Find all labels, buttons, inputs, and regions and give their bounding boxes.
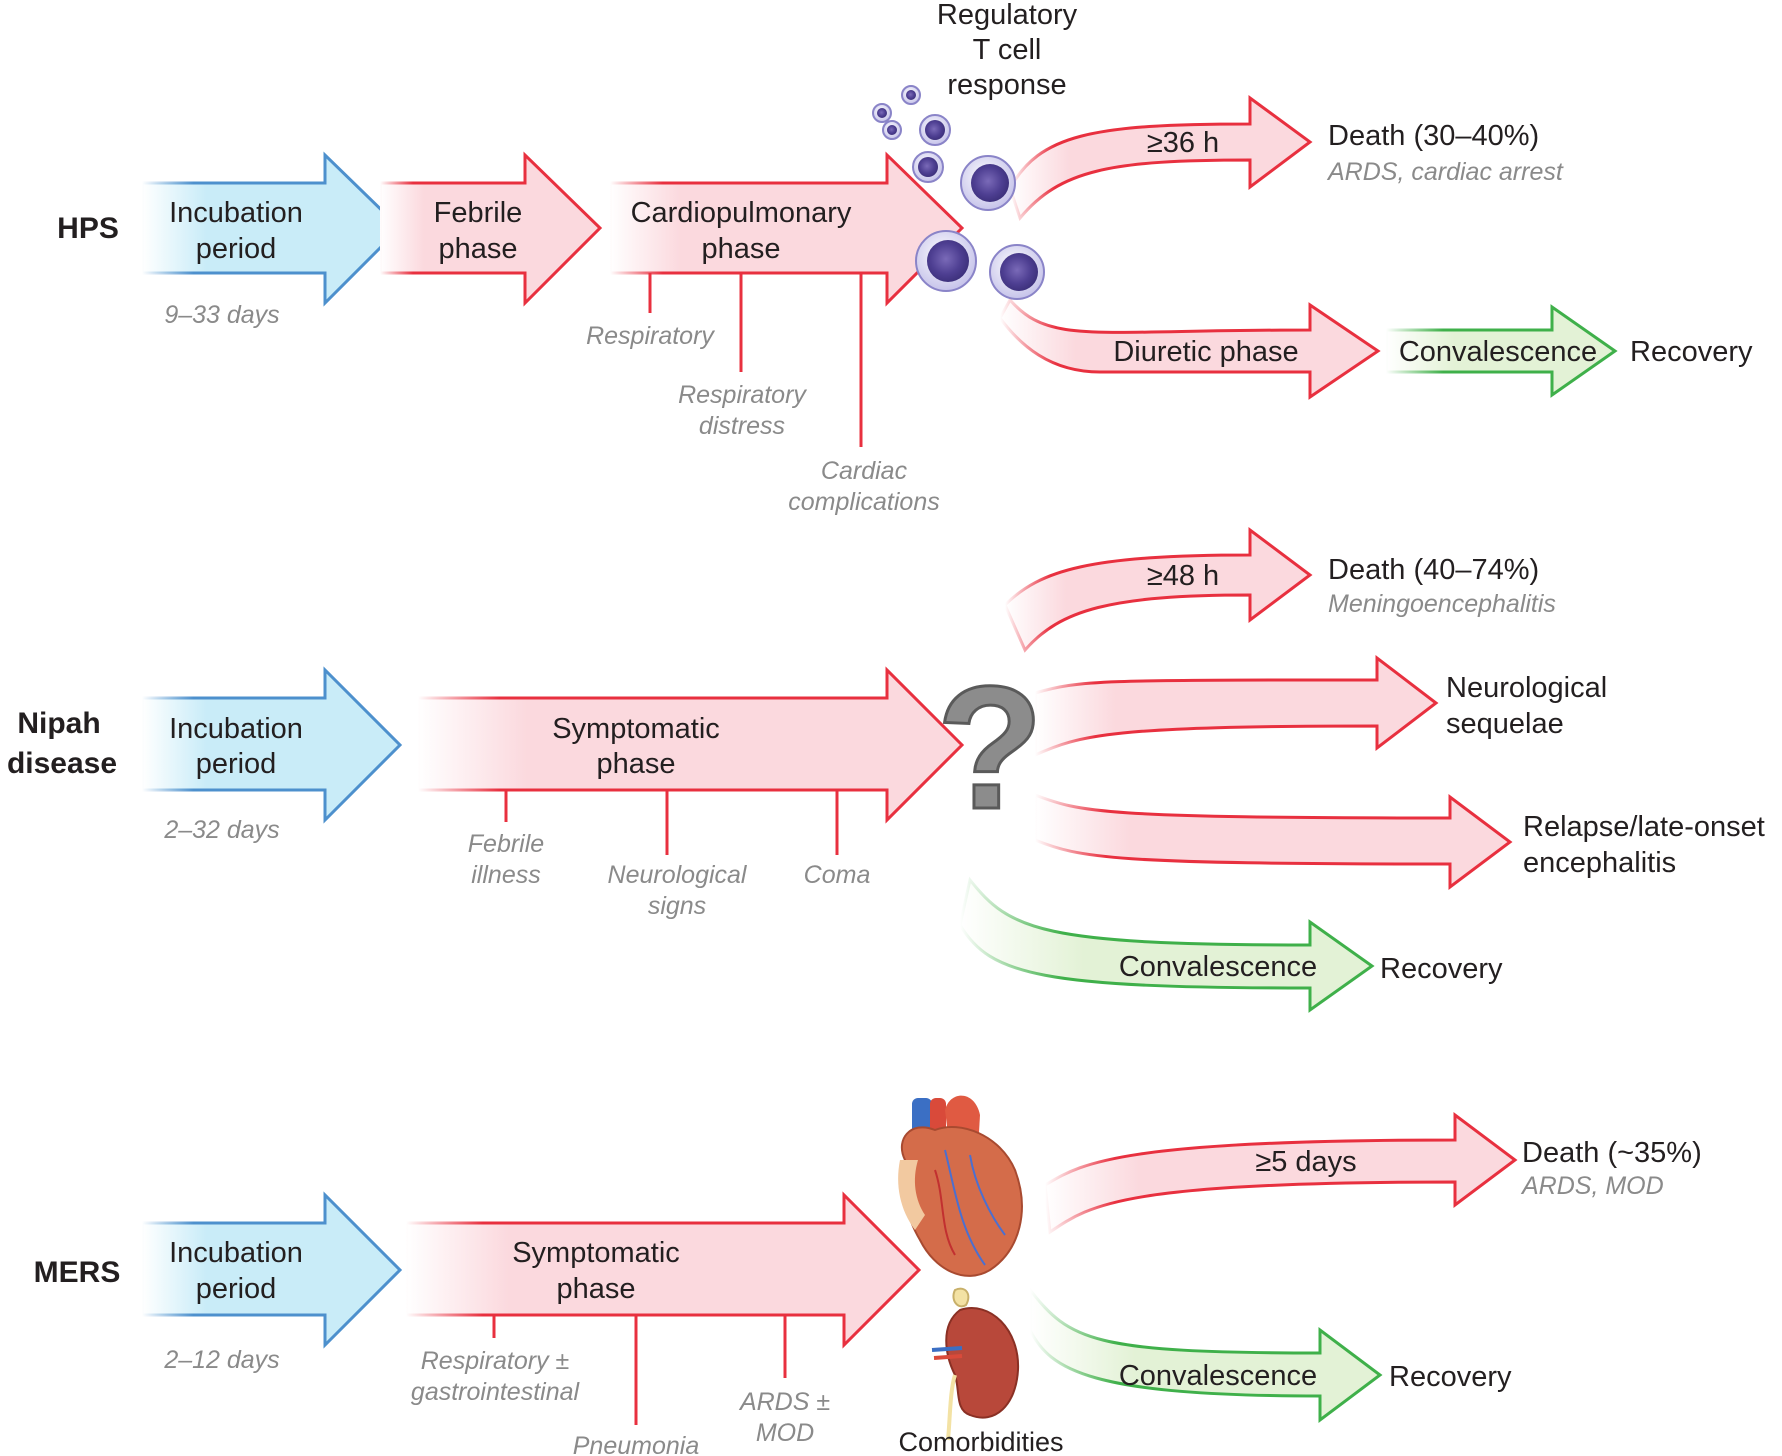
nipah-sequelae-arrow bbox=[1033, 654, 1439, 758]
mers-death-cause: ARDS, MOD bbox=[1520, 1172, 1664, 1200]
hps-symptom-cardiac-2: complications bbox=[788, 488, 939, 516]
mers-symptom-ards-2: MOD bbox=[756, 1419, 814, 1447]
hps-recovery-label: Recovery bbox=[1630, 336, 1753, 368]
hps-row-label: HPS bbox=[57, 212, 119, 245]
mers-incubation-label-1: Incubation bbox=[169, 1237, 303, 1269]
mers-death-time: ≥5 days bbox=[1255, 1146, 1356, 1178]
nipah-row-label-2: disease bbox=[7, 747, 117, 780]
nipah-death-label: Death (40–74%) bbox=[1328, 554, 1539, 586]
mers-symptom-ards-1: ARDS ± bbox=[738, 1388, 830, 1416]
hps-convalescence-arrow bbox=[1384, 304, 1618, 398]
hps-symptom-distress-1: Respiratory bbox=[678, 381, 807, 409]
nipah-incubation-label-2: period bbox=[196, 748, 277, 780]
nipah-symptomatic-label-1: Symptomatic bbox=[552, 713, 720, 745]
hps-death-cause: ARDS, cardiac arrest bbox=[1326, 158, 1564, 186]
mers-symptom-pneumonia: Pneumonia bbox=[573, 1432, 700, 1456]
hps-row: HPS Incubation period 9–33 days Febrile … bbox=[57, 0, 1753, 516]
heart-illustration bbox=[898, 1095, 1023, 1277]
nipah-death-cause: Meningoencephalitis bbox=[1328, 590, 1556, 618]
hps-convalescence-label: Convalescence bbox=[1399, 336, 1597, 368]
hps-diuretic-arrow bbox=[998, 297, 1381, 400]
mers-convalescence-arrow bbox=[1028, 1285, 1383, 1423]
nipah-symptom-coma: Coma bbox=[804, 861, 871, 889]
hps-death-label: Death (30–40%) bbox=[1328, 120, 1539, 152]
kidney-illustration bbox=[931, 1287, 1020, 1441]
nipah-row-label-1: Nipah bbox=[17, 707, 100, 740]
t-cell-cluster bbox=[872, 85, 1045, 300]
nipah-sequelae-2: sequelae bbox=[1446, 708, 1564, 740]
hps-incubation-label-2: period bbox=[196, 233, 277, 265]
hps-febrile-arrow bbox=[378, 151, 603, 307]
mers-symptom-respiratory-1: Respiratory ± bbox=[421, 1347, 570, 1375]
hps-incubation-label-1: Incubation bbox=[169, 197, 303, 229]
nipah-symptom-neuro-1: Neurological bbox=[608, 861, 748, 889]
hps-febrile-label-1: Febrile bbox=[434, 197, 523, 229]
mers-incubation-label-2: period bbox=[196, 1273, 277, 1305]
hps-symptom-cardiac-1: Cardiac bbox=[821, 457, 908, 485]
nipah-symptomatic-label-2: phase bbox=[596, 748, 675, 780]
mers-comorbidities-label: Comorbidities bbox=[898, 1427, 1063, 1456]
nipah-death-time: ≥48 h bbox=[1147, 560, 1219, 592]
nipah-relapse-1: Relapse/late-onset bbox=[1523, 811, 1765, 843]
nipah-row: Nipah disease Incubation period 2–32 day… bbox=[7, 527, 1765, 1013]
hps-death-arrow bbox=[1008, 95, 1313, 222]
nipah-incubation-days: 2–32 days bbox=[163, 816, 279, 844]
hps-treg-label-2: T cell bbox=[973, 34, 1042, 66]
mers-symptomatic-label-2: phase bbox=[556, 1273, 635, 1305]
hps-incubation-arrow bbox=[140, 151, 403, 307]
mers-recovery-label: Recovery bbox=[1389, 1361, 1512, 1393]
mers-incubation-days: 2–12 days bbox=[163, 1346, 279, 1374]
mers-death-arrow bbox=[1043, 1112, 1518, 1235]
hps-symptom-distress-2: distress bbox=[699, 412, 785, 440]
hps-treg-label-3: response bbox=[947, 69, 1066, 101]
mers-convalescence-label: Convalescence bbox=[1119, 1360, 1317, 1392]
nipah-relapse-2: encephalitis bbox=[1523, 847, 1676, 879]
mers-incubation-arrow bbox=[140, 1191, 403, 1349]
mers-symptom-respiratory-2: gastrointestinal bbox=[411, 1378, 581, 1406]
mers-symptomatic-arrow bbox=[404, 1191, 922, 1349]
nipah-incubation-arrow bbox=[140, 666, 403, 824]
hps-febrile-label-2: phase bbox=[438, 233, 517, 265]
nipah-symptom-neuro-2: signs bbox=[648, 892, 706, 920]
mers-symptomatic-label-1: Symptomatic bbox=[512, 1237, 680, 1269]
nipah-death-arrow bbox=[1003, 527, 1313, 653]
nipah-sequelae-1: Neurological bbox=[1446, 672, 1607, 704]
hps-cardio-label-1: Cardiopulmonary bbox=[631, 197, 852, 229]
nipah-convalescence-arrow bbox=[958, 876, 1375, 1013]
nipah-incubation-label-1: Incubation bbox=[169, 713, 303, 745]
nipah-convalescence-label: Convalescence bbox=[1119, 951, 1317, 983]
hps-death-time: ≥36 h bbox=[1147, 127, 1219, 159]
nipah-symptom-febrile-1: Febrile bbox=[468, 830, 544, 858]
hps-diuretic-label: Diuretic phase bbox=[1113, 336, 1298, 368]
hps-treg-label-1: Regulatory bbox=[937, 0, 1078, 31]
nipah-relapse-arrow bbox=[1033, 792, 1513, 890]
mers-row: MERS Incubation period 2–12 days Symptom… bbox=[34, 1095, 1702, 1456]
nipah-question-mark: ? bbox=[937, 651, 1044, 846]
hps-cardiopulmonary-arrow bbox=[608, 151, 965, 307]
nipah-symptom-febrile-2: illness bbox=[471, 861, 540, 889]
hps-cardio-label-2: phase bbox=[701, 233, 780, 265]
hps-symptom-respiratory: Respiratory bbox=[586, 322, 715, 350]
mers-row-label: MERS bbox=[34, 1256, 121, 1289]
nipah-recovery-label: Recovery bbox=[1380, 953, 1503, 985]
hps-incubation-days: 9–33 days bbox=[164, 301, 279, 329]
nipah-symptomatic-arrow bbox=[416, 666, 965, 824]
mers-death-label: Death (~35%) bbox=[1522, 1137, 1702, 1169]
